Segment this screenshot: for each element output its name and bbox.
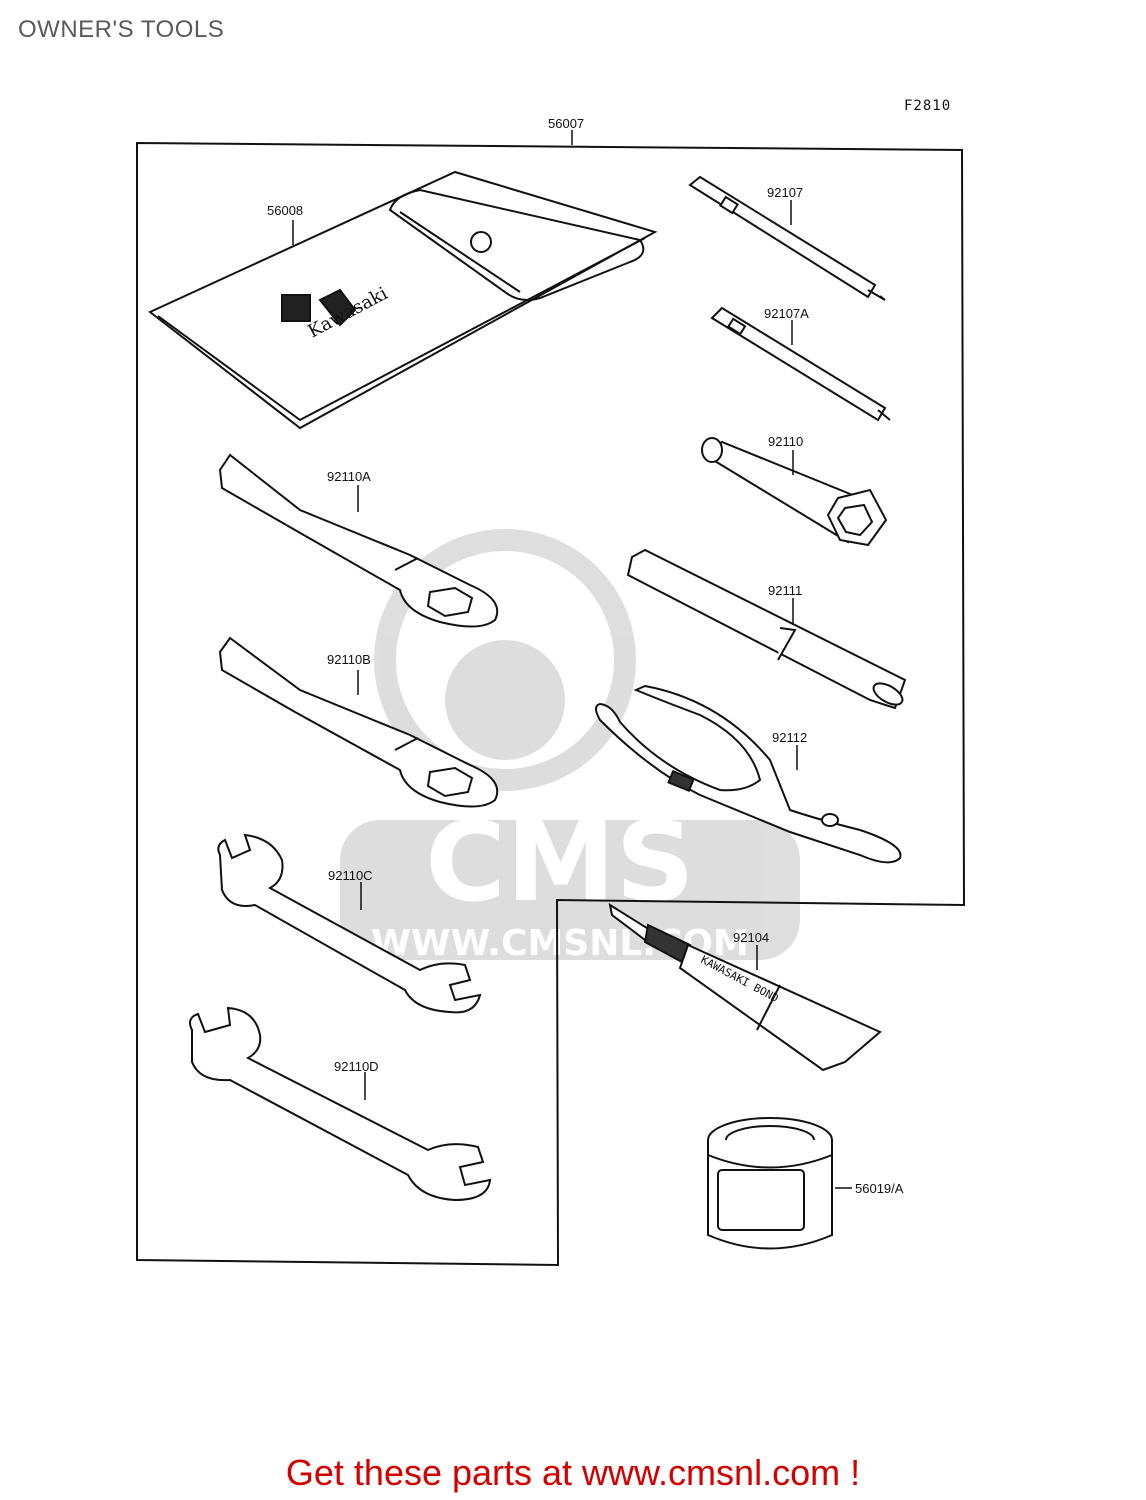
callout-56007: 56007 xyxy=(548,116,584,131)
callout-92104: 92104 xyxy=(733,930,769,945)
callout-92110a: 92110A xyxy=(327,469,371,484)
kit-boundary xyxy=(136,141,966,1267)
extension-bar-92111 xyxy=(626,548,907,710)
callout-92112: 92112 xyxy=(772,730,807,745)
callout-92110: 92110 xyxy=(768,434,803,449)
parts-diagram: CMS WWW.CMSNL.COM F2810 56007 Kawasaki 5… xyxy=(136,98,966,1267)
socket-wrench-92110 xyxy=(701,437,888,547)
pliers-92112 xyxy=(595,684,902,864)
watermark-cms-text: CMS xyxy=(425,798,694,926)
kawasaki-logo xyxy=(281,288,357,327)
callout-56008: 56008 xyxy=(267,203,303,218)
callout-92111: 92111 xyxy=(768,583,802,598)
callout-92110c: 92110C xyxy=(328,868,373,883)
grease-tin-56019a xyxy=(707,1117,833,1250)
tool-pouch: Kawasaki xyxy=(148,170,658,430)
ring-wrench-92110a xyxy=(218,453,499,628)
figure-code: F2810 xyxy=(904,98,951,114)
callout-92107a: 92107A xyxy=(764,306,809,321)
screwdriver-92107a xyxy=(710,306,891,422)
callout-92110b: 92110B xyxy=(327,652,371,667)
page-title: OWNER'S TOOLS xyxy=(18,16,225,43)
footer-parts-link[interactable]: Get these parts at www.cmsnl.com ! xyxy=(285,1452,861,1493)
callout-92107: 92107 xyxy=(767,185,803,200)
ring-wrench-92110b xyxy=(218,636,499,808)
open-wrench-92110c xyxy=(217,833,482,1014)
callout-56019a: 56019/A xyxy=(855,1181,904,1196)
callout-92110d: 92110D xyxy=(334,1059,379,1074)
screwdriver-92107 xyxy=(688,175,886,301)
open-wrench-92110d xyxy=(189,1006,492,1202)
